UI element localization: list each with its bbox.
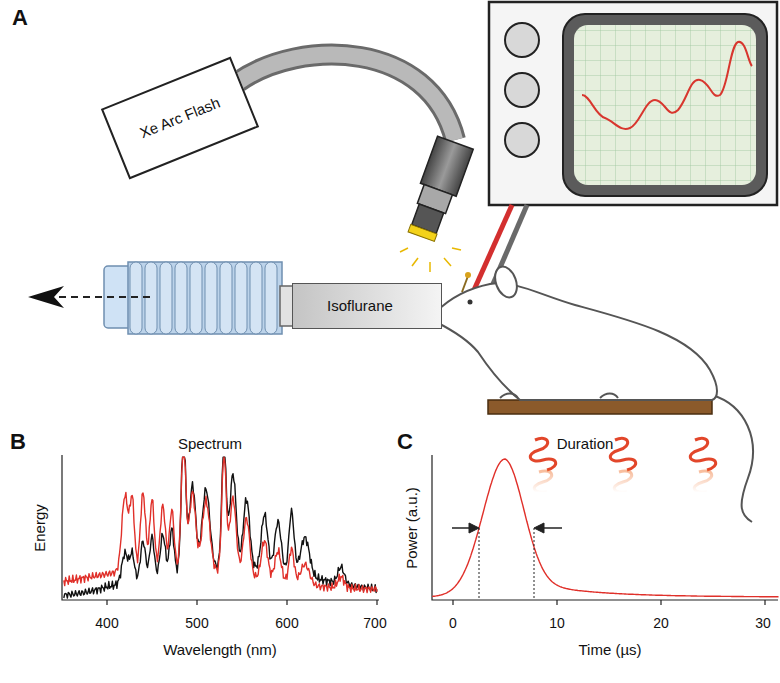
oscilloscope <box>489 2 777 205</box>
isoflurane-tube: Isoflurane <box>292 283 442 329</box>
light-guide <box>238 55 455 140</box>
axis-title: Power (a.u.) <box>404 487 421 569</box>
panel-letter: B <box>10 430 26 454</box>
tick-label: 700 <box>363 616 386 631</box>
panel-letter: A <box>12 6 28 30</box>
tick-label: 30 <box>755 616 771 631</box>
heating-pad <box>488 400 712 414</box>
pulse-curve <box>432 459 778 597</box>
plot-title: Duration <box>557 436 614 453</box>
tick-label: 0 <box>449 616 457 631</box>
tick-label: 20 <box>653 616 669 631</box>
node-label: Xe Arc Flash <box>137 94 222 141</box>
exhaust-arrow <box>58 296 150 298</box>
tick-label: 600 <box>275 616 298 631</box>
axis-title: Energy <box>32 504 49 552</box>
plot-axes <box>62 455 778 605</box>
lamp-head <box>403 136 473 243</box>
plot-title: Spectrum <box>178 436 242 453</box>
tick-label: 10 <box>549 616 565 631</box>
light-guide <box>238 55 455 140</box>
arrow-head <box>28 286 64 308</box>
rat <box>436 264 753 522</box>
tick-label: 500 <box>185 616 208 631</box>
panel-letter: C <box>397 430 413 454</box>
spectrum-red <box>64 457 377 592</box>
tick-label: 400 <box>95 616 118 631</box>
axis-title: Time (µs) <box>578 642 641 659</box>
node-label: Isoflurane <box>327 298 393 315</box>
fwhm-markers <box>452 523 562 600</box>
flash-sparkles <box>400 248 461 272</box>
spectrum-black <box>64 457 377 598</box>
axis-title: Wavelength (nm) <box>163 642 277 659</box>
flash-unit-box: Xe Arc Flash <box>101 57 259 180</box>
